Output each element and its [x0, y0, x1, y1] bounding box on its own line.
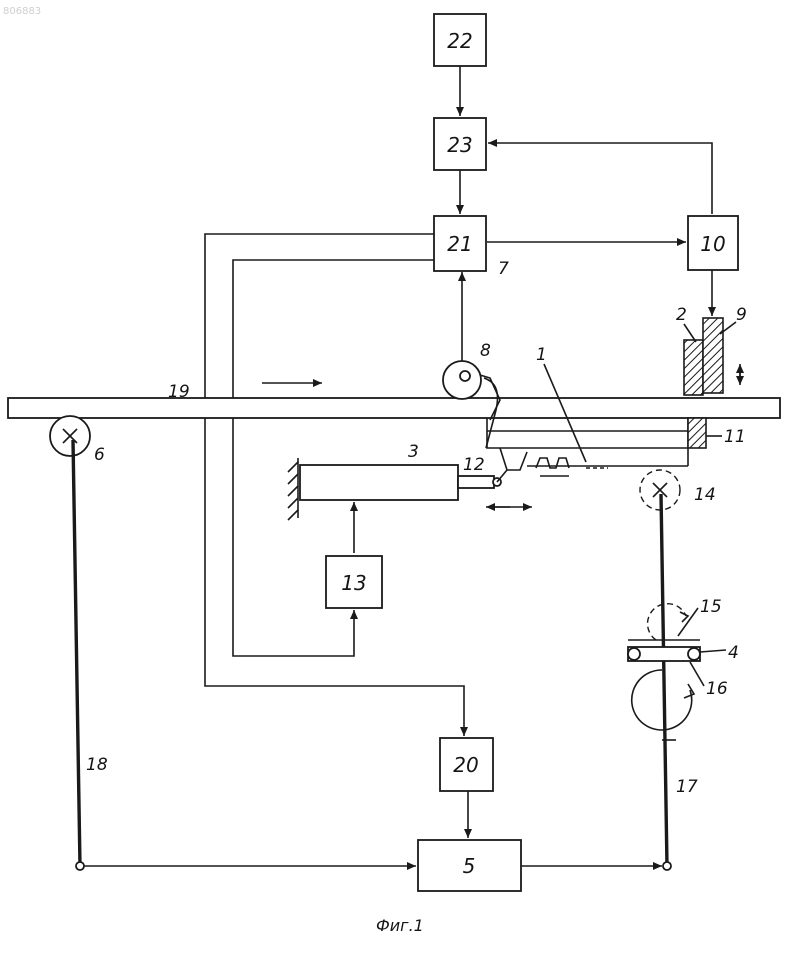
block-23-number: 23: [447, 133, 472, 157]
strip-19: [8, 398, 780, 418]
shaft-17: [661, 494, 667, 866]
encoder-point-17: [663, 862, 671, 870]
label-7: 7: [498, 259, 509, 279]
label-2: 2: [676, 305, 687, 325]
label-14: 14: [694, 485, 716, 505]
corner-number: 806883: [3, 6, 41, 17]
label-1: 1: [536, 345, 547, 365]
block-13-number: 13: [341, 571, 366, 595]
piston-rod-12: [458, 476, 494, 488]
knife-9: [703, 318, 723, 393]
rotation-15: [648, 604, 686, 640]
label-11: 11: [724, 427, 746, 447]
label-3: 3: [408, 442, 419, 462]
encoder-point-18: [76, 862, 84, 870]
block-21-number: 21: [447, 232, 472, 256]
label-17: 17: [676, 777, 698, 797]
label-19: 19: [168, 382, 190, 402]
label-9: 9: [736, 305, 747, 325]
figure-caption: Фиг.1: [376, 916, 424, 935]
label-12: 12: [463, 455, 485, 475]
knife-2: [684, 340, 703, 395]
label-6: 6: [94, 445, 105, 465]
label-18: 18: [86, 755, 108, 775]
link-10-23: [488, 143, 712, 214]
cylinder-3: [300, 465, 458, 500]
shaft-18: [73, 440, 80, 866]
block-5-number: 5: [463, 854, 476, 878]
carriage-frame: [487, 418, 688, 448]
label-16: 16: [706, 679, 728, 699]
block-10-number: 10: [700, 232, 725, 256]
rotation-16: [632, 670, 692, 730]
label-15: 15: [700, 597, 722, 617]
block-20-number: 20: [453, 753, 478, 777]
label-8: 8: [480, 341, 491, 361]
block-22-number: 22: [447, 29, 472, 53]
label-4: 4: [728, 643, 739, 663]
die-11: [688, 418, 706, 448]
